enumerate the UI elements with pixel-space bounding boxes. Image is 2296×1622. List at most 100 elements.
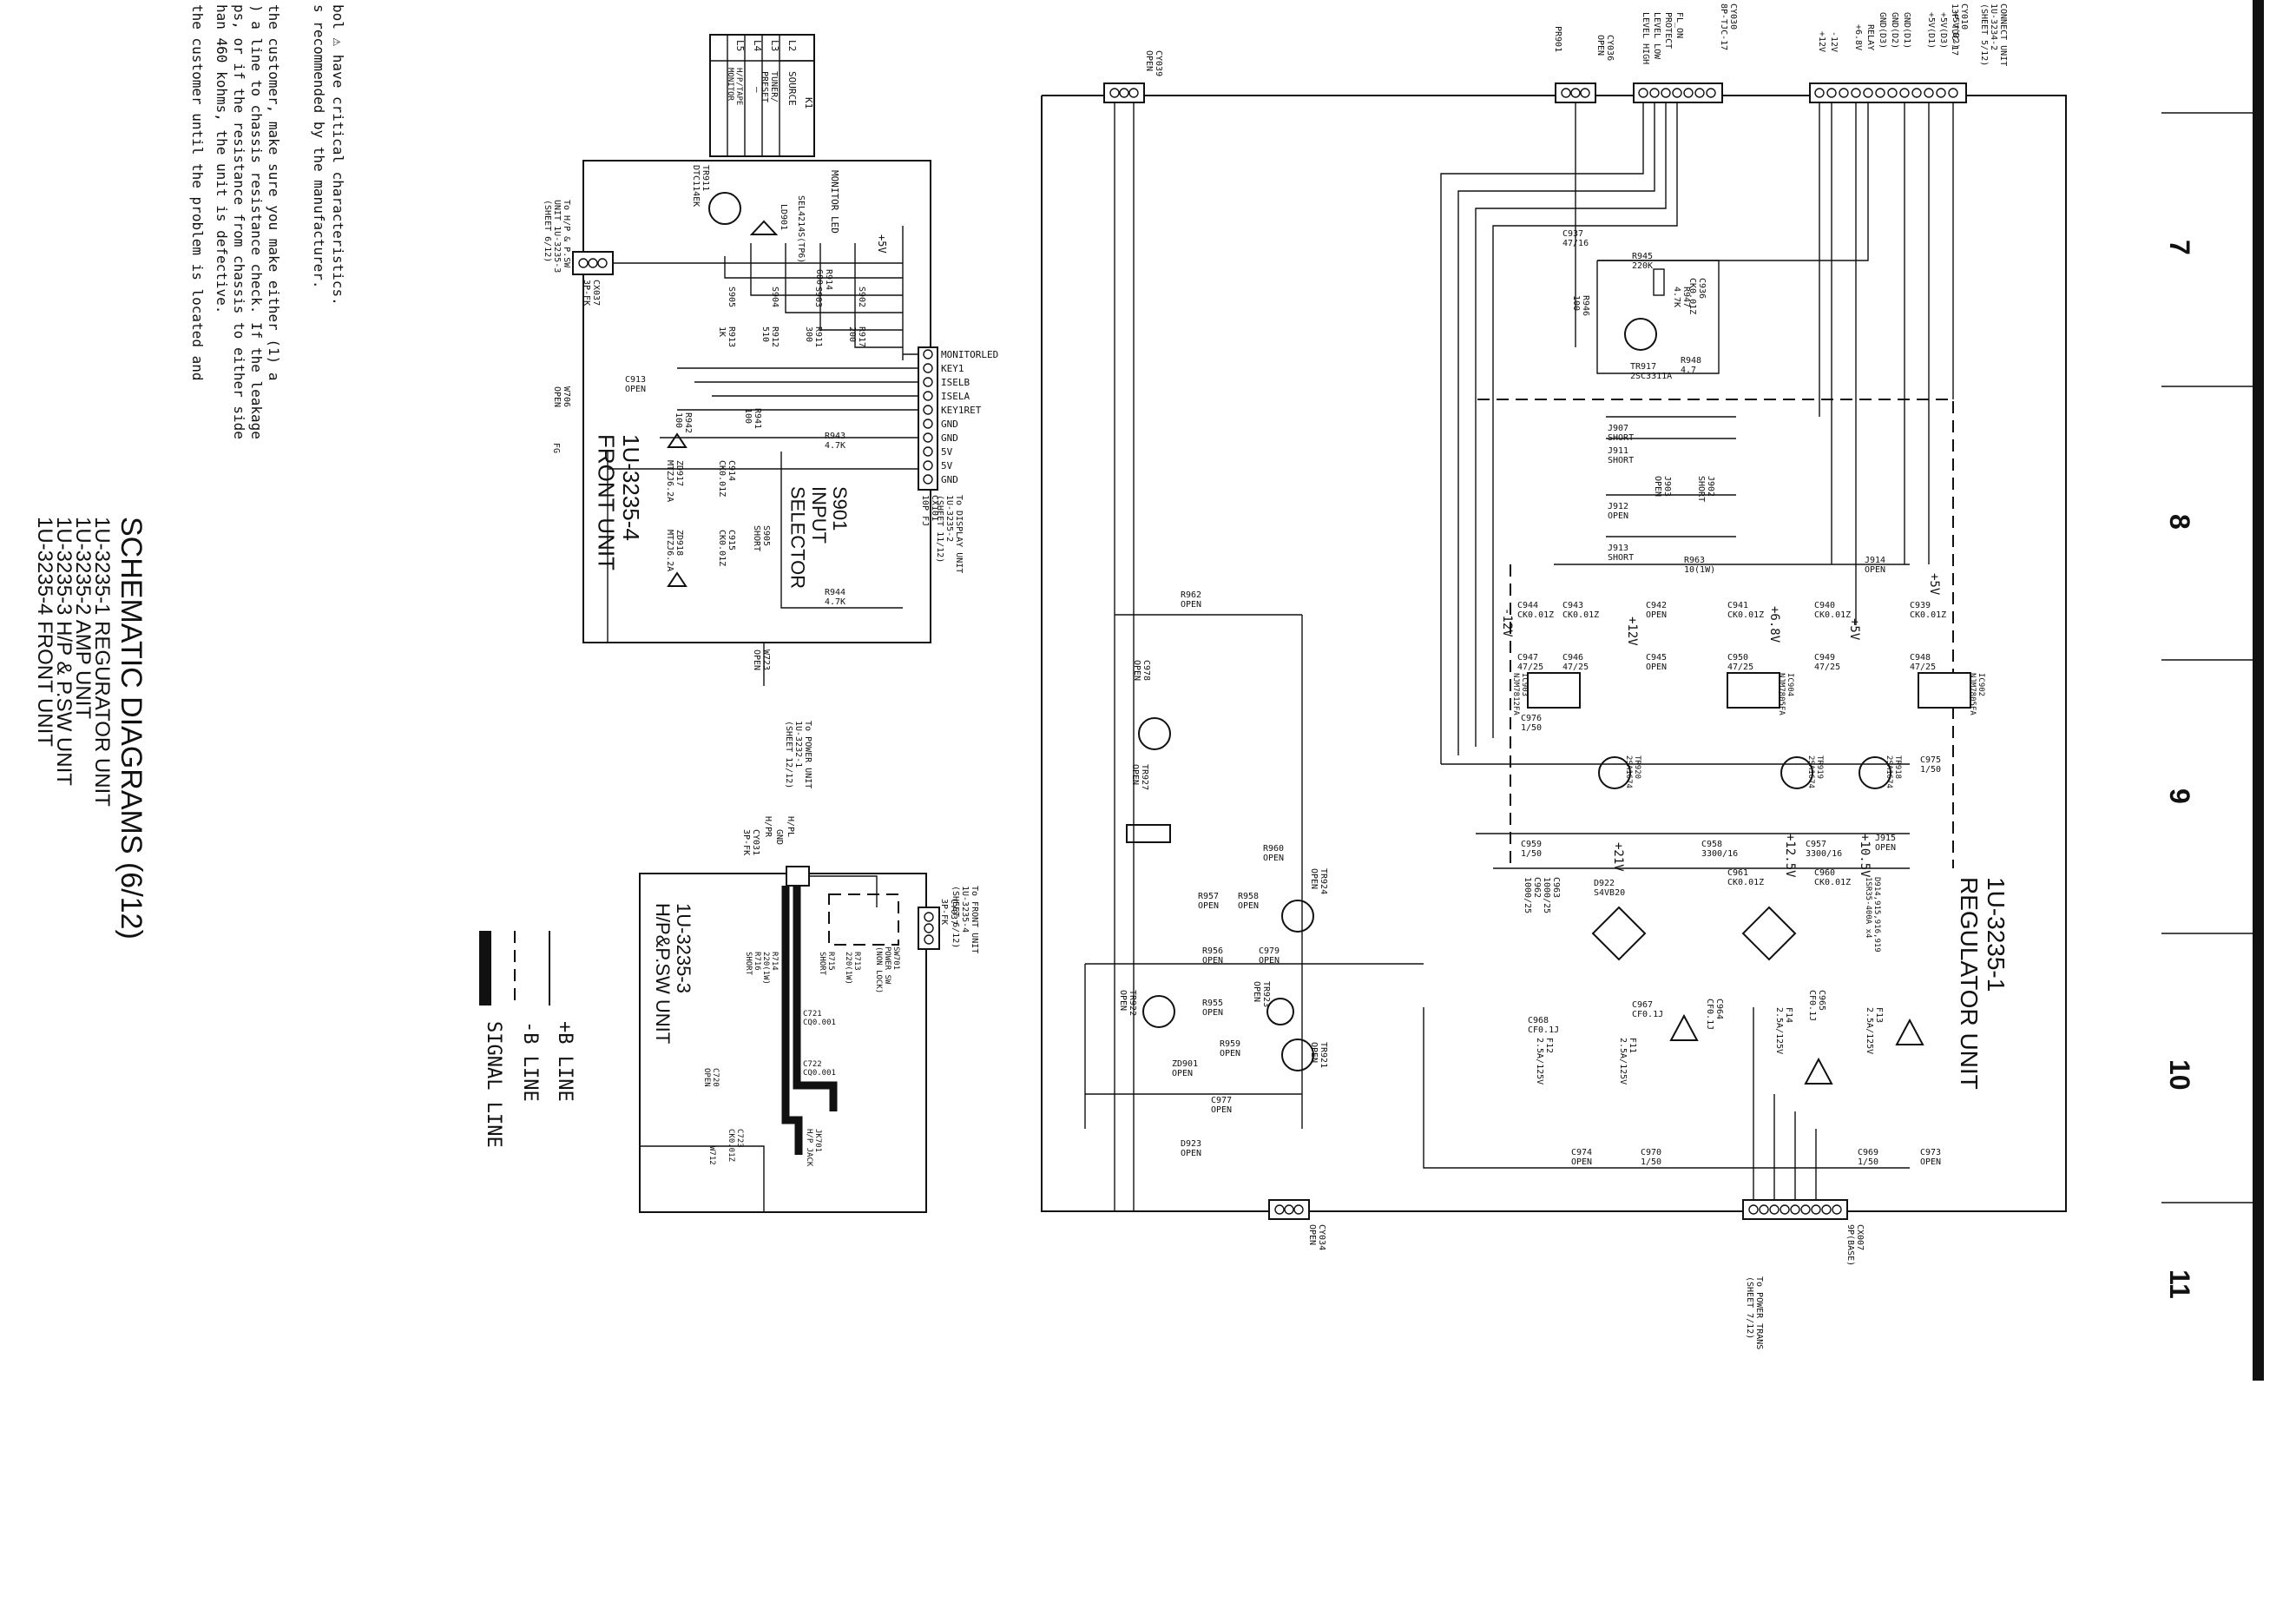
pin <box>1887 88 1898 98</box>
cy010-pin-labels: +5V(D2) +5V(D3) +5V(D1) GND(D1) GND(D2) … <box>1817 12 1960 52</box>
pin <box>923 391 933 401</box>
rail-label: +10.5V <box>1858 834 1872 878</box>
rail-label: +21V <box>1611 842 1625 872</box>
switch-s904: S904 <box>770 287 780 307</box>
cx101-pin-10: GND <box>941 474 958 485</box>
part-tr922: TR922OPEN <box>1118 990 1137 1016</box>
pin <box>1661 88 1671 98</box>
legend-signal-line <box>479 931 491 1006</box>
hp-pin-hpl: H/PL <box>786 816 795 837</box>
part-tr918: TR9182SA1674 <box>1885 755 1902 788</box>
rail-label: +12.5V <box>1783 834 1797 878</box>
tr919-transistor-icon <box>1780 756 1813 789</box>
table-l2: L2 <box>786 40 798 51</box>
caution-triangle-icon <box>1804 1057 1833 1085</box>
fg-label: FG <box>551 443 561 453</box>
border-bar <box>2253 0 2264 1381</box>
table-hp-monitor: H/P/TAPEMONITOR <box>726 68 743 105</box>
switch-s902: S902 <box>857 287 866 307</box>
cx101-pin-3: ISELB <box>941 377 970 388</box>
pin <box>923 377 933 387</box>
signal-line-l <box>793 886 838 1111</box>
tr918-transistor-icon <box>1859 756 1891 789</box>
pin <box>1780 1204 1790 1215</box>
wire <box>1596 260 1720 374</box>
pin <box>1748 1204 1759 1215</box>
grid-number-11: 11 <box>2164 1269 2195 1299</box>
pin <box>923 432 933 443</box>
r713-label: R713220(1W) <box>844 952 861 985</box>
key-table: K1 L2 SOURCE L3 TUNER/PRESET L4 — L5 H/P… <box>709 34 815 157</box>
part-f12: F122.5A/125V <box>1535 1038 1554 1085</box>
res-r917: R917200 <box>847 326 866 347</box>
wire <box>1423 1007 1910 1169</box>
pin <box>1863 88 1873 98</box>
pin <box>1293 1204 1304 1215</box>
pin <box>1851 88 1861 98</box>
wire <box>640 1145 765 1212</box>
led-diode-icon <box>749 220 779 235</box>
pin-label: +5V(D3) <box>1938 12 1948 49</box>
to-display-unit: To DISPLAY UNIT1U-3235-2(SHEET 11/12) <box>935 495 964 573</box>
table-head-k1: K1 <box>803 97 814 109</box>
front-net-l4 <box>785 243 903 313</box>
w712-label: W712 <box>707 1146 716 1165</box>
zener-icon <box>667 432 687 448</box>
table-dash: — <box>752 87 763 93</box>
monitor-led-label: MONITOR LED <box>829 170 840 234</box>
caution-triangle-icon <box>1895 1018 1924 1045</box>
notes-block: bol ⚠ have critical characteristics. s r… <box>189 4 346 439</box>
hp-jack-label: JK701H/P JACK <box>805 1129 822 1167</box>
cx101-label: CX10110P FJ <box>920 495 939 526</box>
pr901-label: PR901 <box>1553 26 1562 52</box>
front-unit-name: 1U-3235-4FRONT UNIT <box>593 434 644 570</box>
title-line-1: SCHEMATIC DIAGRAMS (6/12) <box>115 517 148 940</box>
cx007-connector <box>1742 1199 1848 1220</box>
legend-signal-label: SIGNAL LINE <box>483 1021 504 1148</box>
table-l4: L4 <box>752 40 763 52</box>
pin-label: +5V(D1) <box>1926 12 1936 49</box>
hp-psw-unit: 1U-3235-3H/P&P.SW UNIT To POWER UNIT1U-3… <box>639 721 979 1213</box>
part-f14: F142.5A/125V <box>1774 1007 1793 1054</box>
part-c936: C936CK0.01Z <box>1687 278 1707 314</box>
part-ic903: IC903NJM7812FA <box>1511 673 1529 715</box>
part-tr924: TR924OPEN <box>1309 868 1328 894</box>
note-line-5: ps, or if the resistance from chassis to… <box>231 4 247 439</box>
part-tr920: TR9202SA1674 <box>1624 755 1641 788</box>
pin <box>923 446 933 457</box>
pin <box>1800 1204 1811 1215</box>
front-unit-border <box>582 160 931 643</box>
tr920-transistor-icon <box>1598 756 1631 789</box>
part-r946: R946100 <box>1571 295 1590 316</box>
pin <box>1814 88 1825 98</box>
wire <box>1475 102 1667 747</box>
part-ic904: IC904NJM7805FA <box>1777 673 1794 715</box>
connect-unit-label: CONNECT UNIT1U-3234-2(SHEET 5/12) <box>1979 3 2008 66</box>
pin <box>1899 88 1910 98</box>
pin <box>1570 88 1581 98</box>
note-line-7: the customer until the problem is locate… <box>189 4 206 380</box>
caution-triangle-icon <box>1669 1013 1699 1041</box>
regulator-unit: 1U-3235-1REGULATOR UNIT CY01013P-TJC-17 … <box>1041 3 2067 1349</box>
pin <box>1769 1204 1780 1215</box>
